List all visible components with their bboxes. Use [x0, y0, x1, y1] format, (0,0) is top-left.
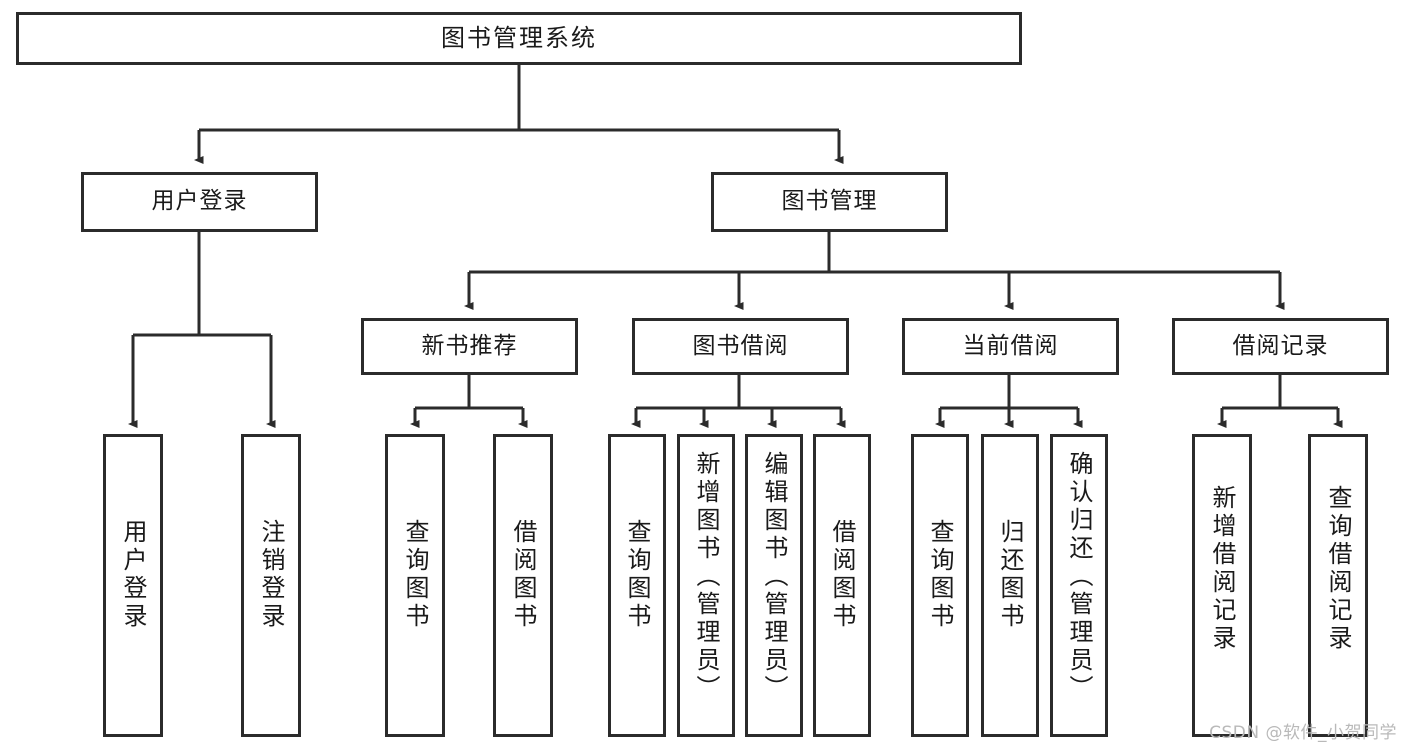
- node-leaf-user-login[interactable]: 用户登录: [103, 434, 163, 737]
- node-leaf-confirm-return[interactable]: 确认归还（管理员）: [1050, 434, 1108, 737]
- node-leaf-borrow-book-1-label: 借阅图书: [509, 519, 537, 631]
- node-leaf-user-login-label: 用户登录: [119, 519, 147, 631]
- node-leaf-add-record-label: 新增借阅记录: [1208, 485, 1236, 653]
- node-leaf-confirm-return-label: 确认归还（管理员）: [1065, 451, 1093, 703]
- node-leaf-edit-book-label: 编辑图书（管理员）: [760, 451, 788, 703]
- node-leaf-return-book-label: 归还图书: [996, 519, 1024, 631]
- node-current-borrow-label: 当前借阅: [962, 332, 1059, 359]
- node-book-borrow[interactable]: 图书借阅: [632, 318, 849, 375]
- node-book-manage[interactable]: 图书管理: [711, 172, 948, 232]
- node-leaf-query-book-1[interactable]: 查询图书: [385, 434, 445, 737]
- node-leaf-query-book-1-label: 查询图书: [401, 519, 429, 631]
- node-current-borrow[interactable]: 当前借阅: [902, 318, 1119, 375]
- node-leaf-query-book-2-label: 查询图书: [623, 519, 651, 631]
- node-leaf-add-book[interactable]: 新增图书（管理员）: [677, 434, 735, 737]
- node-leaf-borrow-book-2[interactable]: 借阅图书: [813, 434, 871, 737]
- node-leaf-add-record[interactable]: 新增借阅记录: [1192, 434, 1252, 737]
- node-leaf-borrow-book-1[interactable]: 借阅图书: [493, 434, 553, 737]
- node-new-book-rec[interactable]: 新书推荐: [361, 318, 578, 375]
- node-user-login[interactable]: 用户登录: [81, 172, 318, 232]
- node-leaf-edit-book[interactable]: 编辑图书（管理员）: [745, 434, 803, 737]
- node-borrow-record[interactable]: 借阅记录: [1172, 318, 1389, 375]
- node-user-login-label: 用户登录: [151, 188, 248, 215]
- csdn-watermark: CSDN @软件_小贺同学: [1209, 723, 1397, 743]
- node-root-label: 图书管理系统: [441, 24, 597, 53]
- node-book-borrow-label: 图书借阅: [692, 332, 789, 359]
- node-leaf-query-book-3[interactable]: 查询图书: [911, 434, 969, 737]
- node-leaf-logout-login-label: 注销登录: [257, 519, 285, 631]
- node-book-manage-label: 图书管理: [781, 188, 878, 215]
- node-leaf-query-record-label: 查询借阅记录: [1324, 485, 1352, 653]
- node-new-book-rec-label: 新书推荐: [421, 332, 518, 359]
- node-leaf-query-book-3-label: 查询图书: [926, 519, 954, 631]
- node-leaf-query-record[interactable]: 查询借阅记录: [1308, 434, 1368, 737]
- node-leaf-query-book-2[interactable]: 查询图书: [608, 434, 666, 737]
- node-leaf-borrow-book-2-label: 借阅图书: [828, 519, 856, 631]
- node-leaf-add-book-label: 新增图书（管理员）: [692, 451, 720, 703]
- node-leaf-return-book[interactable]: 归还图书: [981, 434, 1039, 737]
- node-borrow-record-label: 借阅记录: [1232, 332, 1329, 359]
- node-leaf-logout-login[interactable]: 注销登录: [241, 434, 301, 737]
- node-root[interactable]: 图书管理系统: [16, 12, 1022, 65]
